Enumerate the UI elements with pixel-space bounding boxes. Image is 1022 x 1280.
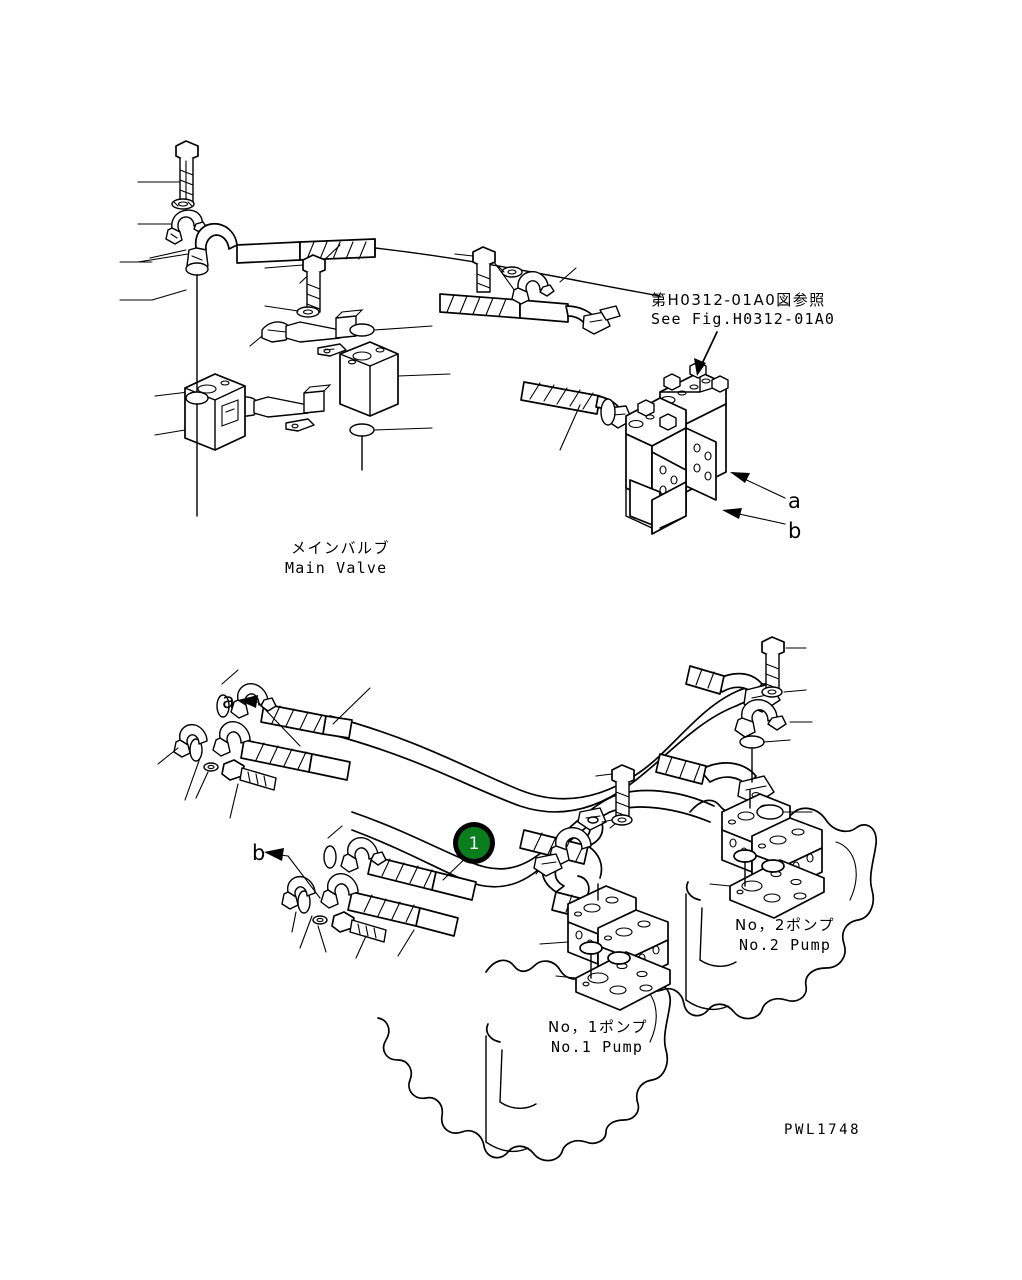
main-valve-label-jp: メインバルブ	[291, 539, 390, 557]
see-fig-label-en: See Fig.H0312-01A0	[651, 310, 835, 328]
connector-arrows-lower	[238, 695, 321, 899]
bolt-lower-left-b	[312, 911, 387, 959]
washer-upper-mid	[264, 305, 320, 318]
connector-a-lower: a	[222, 689, 235, 713]
hose-upper-right	[439, 254, 621, 335]
clamp-upper-left	[165, 209, 208, 245]
clamp-upper-right	[511, 267, 577, 305]
callout-1-number: 1	[469, 834, 480, 854]
pump-1-flange-blocks	[539, 883, 671, 1011]
washer-upper-left	[171, 198, 195, 210]
square-block-upper	[339, 341, 451, 417]
pipe-b-assembly	[323, 825, 479, 901]
pipe-a2-assembly	[157, 721, 351, 801]
drawing-code-label: PWL1748	[784, 1122, 861, 1138]
pump-2-label-jp: No，2ポンプ	[735, 916, 835, 934]
plug-cap-upper	[185, 262, 209, 517]
text-labels: 第H0312-01A0図参照 See Fig.H0312-01A0 メインバルブ…	[222, 291, 861, 1138]
solenoid-switch-lower	[217, 384, 332, 432]
seal-ring-block	[349, 323, 433, 471]
pump-1-label-en: No.1 Pump	[551, 1038, 643, 1056]
right-valve-assembly	[625, 361, 729, 535]
riser-hose-right-lower	[655, 735, 791, 805]
lower-assembly	[157, 636, 877, 1162]
callout-1[interactable]: 1	[453, 822, 495, 864]
callout-1-disc	[458, 827, 490, 859]
connector-b-upper: b	[788, 519, 801, 543]
connector-b-lower: b	[252, 841, 265, 865]
valve-block-left	[184, 373, 246, 451]
pump-2-label-en: No.2 Pump	[739, 936, 831, 954]
leader-lines-upper-left	[119, 181, 206, 436]
see-fig-label-jp: 第H0312-01A0図参照	[651, 291, 826, 309]
bolt-lower-left-a	[195, 759, 277, 819]
bolt-upper-left	[175, 140, 199, 206]
main-valve-label-en: Main Valve	[285, 559, 387, 577]
main-hose-upper	[329, 683, 779, 813]
bolt-upper-right-hose	[454, 246, 496, 293]
hose-upper-top	[186, 222, 661, 297]
bolt-center-lower	[595, 764, 635, 826]
see-fig-arrow	[694, 331, 718, 376]
upper-assembly	[119, 140, 786, 535]
washer-upper-right	[497, 265, 523, 278]
hose-mid-diagonal	[520, 381, 633, 451]
connector-arrows-upper	[722, 472, 786, 525]
pump-2-flange-blocks	[709, 789, 825, 919]
bolt-upper-mid	[264, 254, 326, 313]
connector-a-upper: a	[788, 489, 801, 513]
pump-1-label-jp: No，1ポンプ	[548, 1018, 648, 1036]
bolt-right-upper	[761, 636, 807, 698]
clamp-right-upper	[734, 699, 813, 738]
